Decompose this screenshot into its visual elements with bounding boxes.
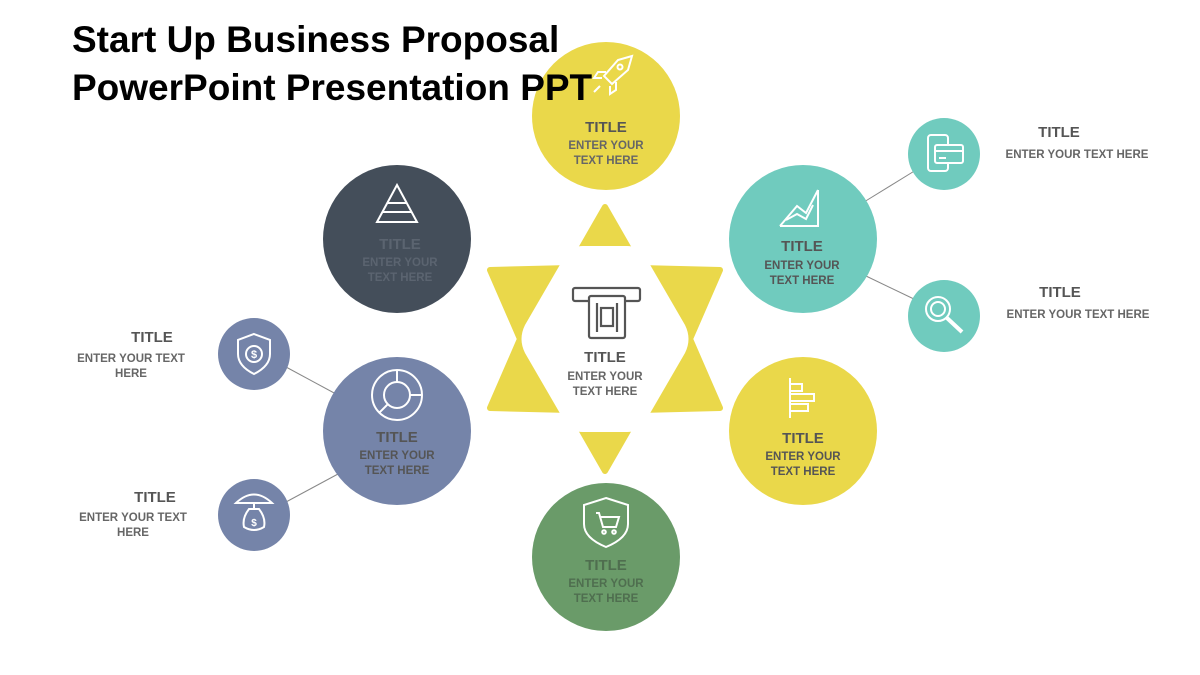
node-upper-right-circle (729, 165, 877, 313)
node-upper-right-text-line-2: TEXT HERE (770, 275, 835, 287)
node-bottom-title: TITLE (585, 557, 627, 574)
satellite-left-top-title: TITLE (131, 329, 173, 346)
pyramid-icon (375, 182, 419, 223)
node-top-text-line-1: ENTER YOUR (568, 140, 644, 152)
node-top: TITLE ENTER YOUR TEXT HERE (532, 42, 680, 190)
node-top-text-line-2: TEXT HERE (574, 155, 639, 167)
donut-chart-icon (371, 369, 423, 421)
node-bottom: TITLE ENTER YOUR TEXT HERE (532, 483, 680, 631)
satellite-right-bottom-circle (908, 280, 980, 352)
node-bottom-circle (532, 483, 680, 631)
satellite-left-bottom-text-line-2: HERE (117, 527, 149, 539)
connector-right-bottom (865, 275, 917, 301)
umbrella-money-bag-icon (233, 493, 275, 531)
satellite-right-top: TITLE ENTER YOUR TEXT HERE (908, 118, 1149, 190)
credit-card-phone-icon (927, 134, 964, 172)
satellite-left-bottom-dollar: $ (251, 518, 257, 529)
node-upper-right-title: TITLE (781, 238, 823, 255)
shopping-cart-shield-icon (583, 496, 629, 549)
node-upper-left-title: TITLE (379, 236, 421, 253)
shield-dollar-icon (237, 332, 271, 376)
connector-right-top (863, 169, 917, 203)
satellite-left-top-text-line-1: ENTER YOUR TEXT (77, 353, 185, 365)
satellite-left-bottom: $ TITLE ENTER YOUR TEXT HERE (79, 479, 290, 551)
node-upper-left-circle (323, 165, 471, 313)
center-title: TITLE (584, 349, 626, 366)
slide-title-line-2: PowerPoint Presentation PPT (72, 67, 593, 108)
satellite-left-bottom-title: TITLE (134, 489, 176, 506)
center-text-line-2: TEXT HERE (573, 386, 638, 398)
satellite-right-bottom-title: TITLE (1039, 284, 1081, 301)
connector-left-bottom (285, 473, 339, 503)
satellite-left-top-circle (218, 318, 290, 390)
node-lower-left-text-line-2: TEXT HERE (365, 465, 430, 477)
node-upper-left: TITLE ENTER YOUR TEXT HERE (323, 165, 471, 313)
node-lower-right: TITLE ENTER YOUR TEXT HERE (729, 357, 877, 505)
satellite-left-top: $ TITLE ENTER YOUR TEXT HERE (77, 318, 290, 390)
node-lower-left-text-line-1: ENTER YOUR (359, 450, 435, 462)
node-top-title: TITLE (585, 119, 627, 136)
satellite-right-bottom-text: ENTER YOUR TEXT HERE (1007, 309, 1150, 321)
satellite-left-bottom-text-line-1: ENTER YOUR TEXT (79, 512, 187, 524)
slide-title: Start Up Business Proposal PowerPoint Pr… (72, 16, 592, 112)
satellite-left-top-text-line-2: HERE (115, 368, 147, 380)
atm-cash-icon (571, 286, 642, 340)
node-lower-right-title: TITLE (782, 430, 824, 447)
node-lower-right-text-line-1: ENTER YOUR (765, 451, 841, 463)
node-top-circle (532, 42, 680, 190)
node-bottom-text-line-2: TEXT HERE (574, 593, 639, 605)
growth-chart-icon (779, 189, 819, 227)
node-upper-left-text-line-1: ENTER YOUR (362, 257, 438, 269)
center-text-line-1: ENTER YOUR (567, 371, 643, 383)
center-hub: TITLE ENTER YOUR TEXT HERE (487, 204, 723, 474)
node-lower-right-circle (729, 357, 877, 505)
rocket-icon (592, 54, 634, 96)
node-upper-right: TITLE ENTER YOUR TEXT HERE (729, 165, 877, 313)
bar-chart-icon (789, 378, 815, 418)
node-upper-right-text-line-1: ENTER YOUR (764, 260, 840, 272)
connector-left-top (285, 366, 337, 395)
satellite-right-bottom: TITLE ENTER YOUR TEXT HERE (908, 280, 1150, 352)
node-bottom-text-line-1: ENTER YOUR (568, 578, 644, 590)
slide-title-line-1: Start Up Business Proposal (72, 19, 560, 60)
node-upper-left-text-line-2: TEXT HERE (368, 272, 433, 284)
satellite-right-top-text: ENTER YOUR TEXT HERE (1006, 149, 1149, 161)
node-lower-left-title: TITLE (376, 429, 418, 446)
connector-lines (285, 169, 917, 503)
node-lower-left: TITLE ENTER YOUR TEXT HERE (323, 357, 471, 505)
node-lower-left-circle (323, 357, 471, 505)
satellite-left-bottom-circle (218, 479, 290, 551)
satellite-left-top-dollar: $ (251, 349, 257, 361)
node-lower-right-text-line-2: TEXT HERE (771, 466, 836, 478)
magnifier-dollar-icon (925, 296, 964, 334)
satellite-right-top-title: TITLE (1038, 124, 1080, 141)
